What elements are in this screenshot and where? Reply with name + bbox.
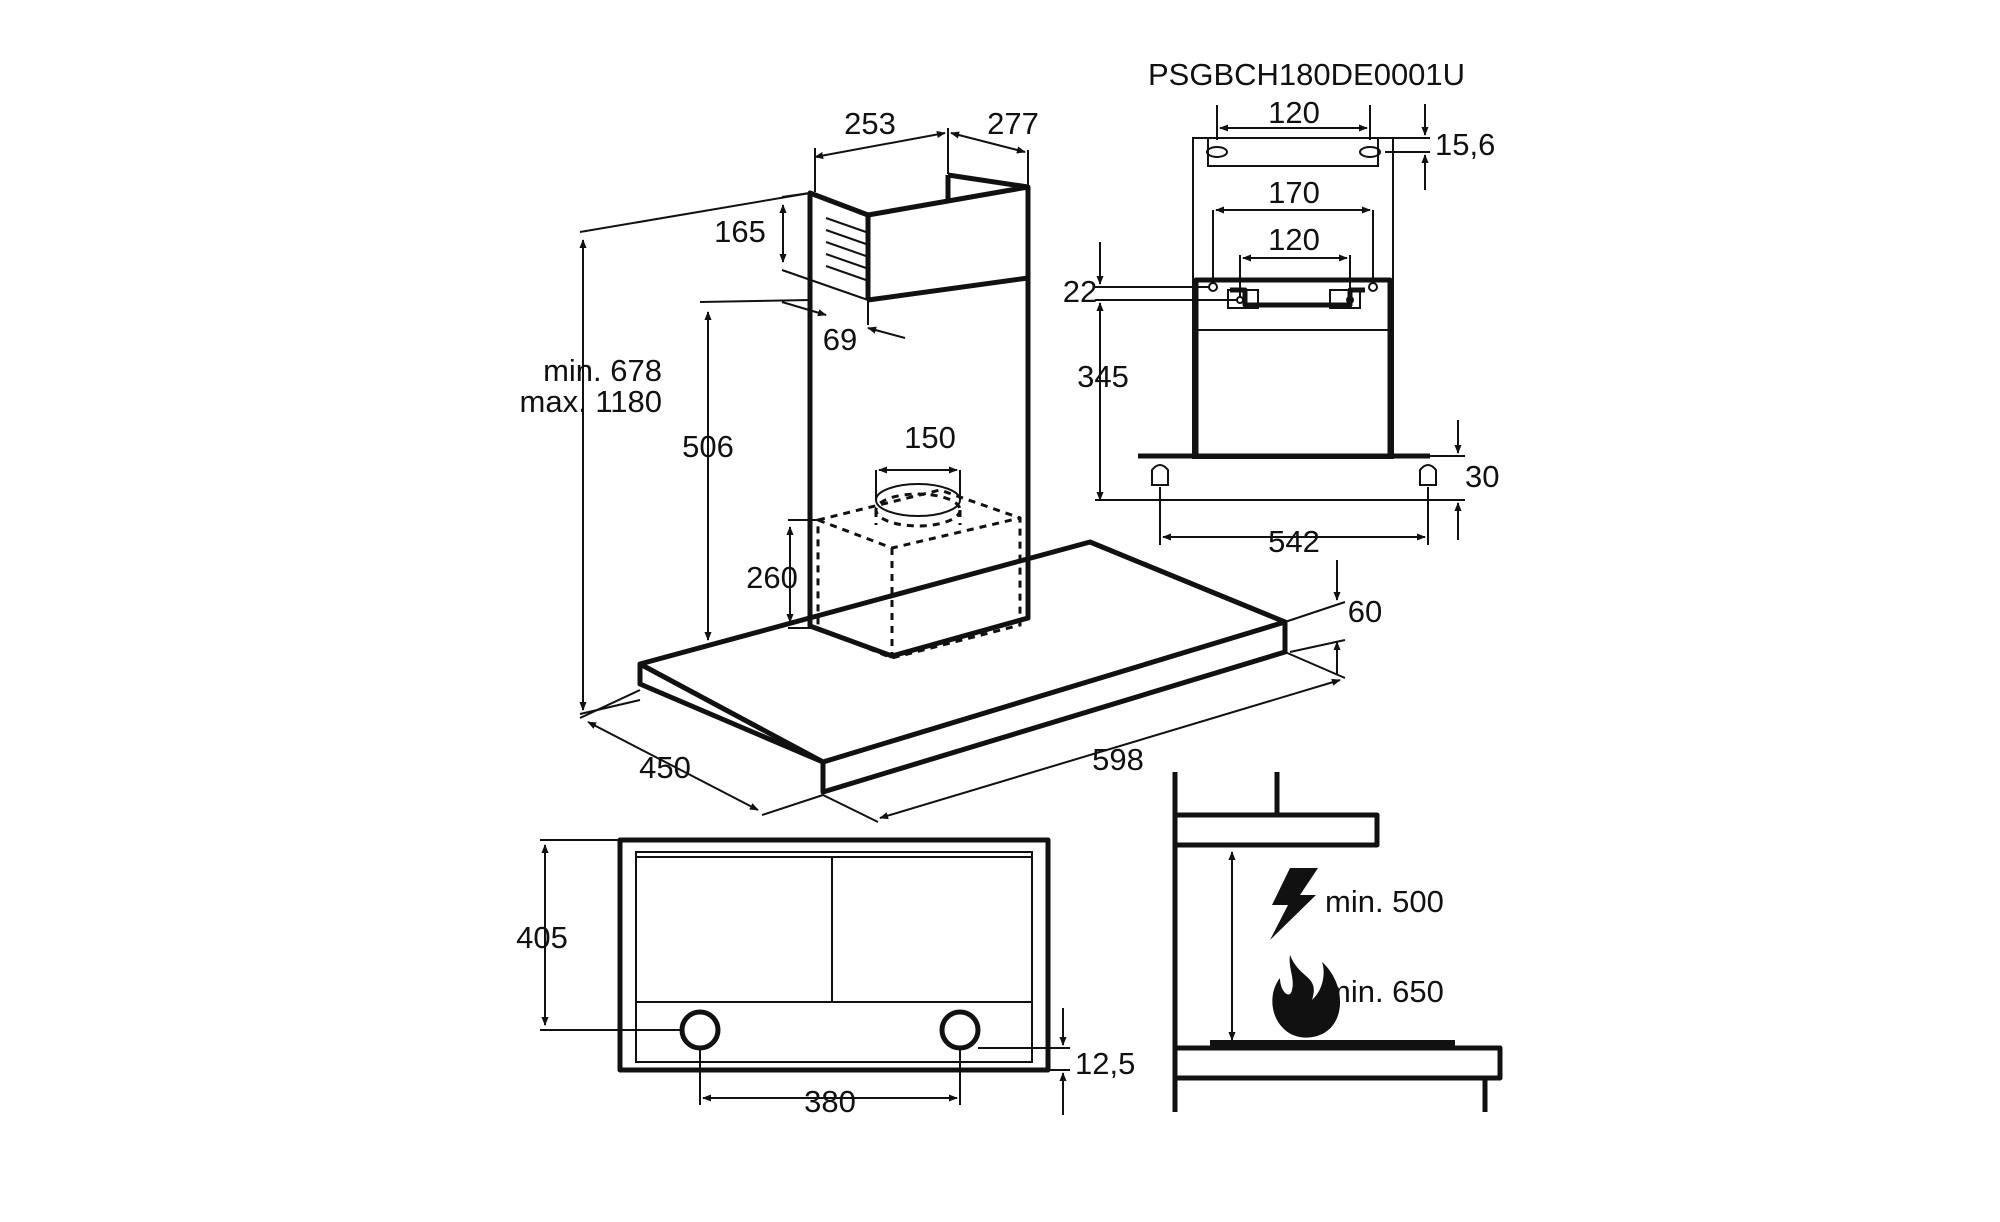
bracket-mount-view: 120 15,6 170 120 22 345 30 — [1063, 95, 1500, 559]
plan-hole-spacing-label: 380 — [804, 1084, 856, 1119]
chimney-vent-slots — [825, 217, 867, 281]
plan-hole-left — [679, 1009, 721, 1051]
lower-offset-label: 30 — [1465, 459, 1499, 494]
outer-spacing-label: 170 — [1268, 175, 1320, 210]
plan-outline — [617, 837, 1051, 1073]
chimney-depth-label: 277 — [987, 106, 1039, 141]
lightning-icon — [1270, 868, 1318, 940]
plan-depth-label: 405 — [516, 920, 568, 955]
vent-height-label: 165 — [714, 214, 766, 249]
canopy-thickness-label: 60 — [1348, 594, 1382, 629]
plan-hole-offset-label: 12,5 — [1075, 1046, 1135, 1081]
isometric-hood-view: 253 277 165 69 min. 678 max. 1180 506 15… — [520, 106, 1382, 823]
canopy-width-label: 598 — [1092, 742, 1144, 777]
canopy-outline — [637, 539, 1288, 795]
lower-height-label: 506 — [682, 429, 734, 464]
height-min-label: min. 678 — [543, 353, 662, 388]
top-offset-label: 15,6 — [1435, 127, 1495, 162]
plan-view: 405 380 12,5 — [516, 837, 1135, 1119]
box-height-label: 260 — [746, 560, 798, 595]
chimney-width-label: 253 — [844, 106, 896, 141]
model-code: PSGBCH180DE0001U — [1148, 57, 1465, 92]
top-hole-spacing-label: 120 — [1268, 95, 1320, 130]
clearance-hob — [1172, 1045, 1503, 1081]
clearance-view: min. 500 min. 650 — [1172, 772, 1503, 1112]
offset-label: 69 — [823, 322, 857, 357]
clearance-gas-label: min. 650 — [1325, 974, 1444, 1009]
plan-hole-right — [939, 1009, 981, 1051]
lower-spacing-label: 542 — [1268, 524, 1320, 559]
clearance-hood — [1172, 812, 1380, 848]
height-max-label: max. 1180 — [520, 384, 662, 419]
canopy-depth-label: 450 — [639, 750, 691, 785]
clearance-electric-label: min. 500 — [1325, 884, 1444, 919]
inner-spacing-label: 120 — [1268, 222, 1320, 257]
bracket-height-label: 22 — [1063, 274, 1097, 309]
flame-icon — [1272, 955, 1341, 1038]
mount-height-label: 345 — [1077, 359, 1129, 394]
duct-diameter-label: 150 — [904, 420, 956, 455]
